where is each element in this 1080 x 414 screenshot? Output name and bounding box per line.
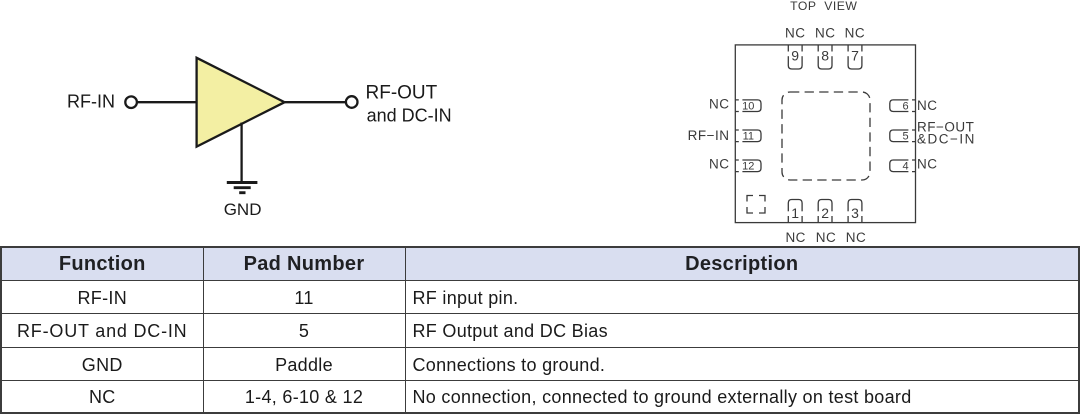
svg-text:3: 3 xyxy=(851,205,859,221)
svg-text:and DC-IN: and DC-IN xyxy=(367,105,452,125)
svg-text:TOP VIEW: TOP VIEW xyxy=(790,0,857,13)
svg-text:NC: NC xyxy=(917,157,938,172)
svg-text:RF−IN: RF−IN xyxy=(688,128,730,143)
svg-text:NC: NC xyxy=(816,230,837,245)
svg-text:12: 12 xyxy=(742,161,754,173)
svg-text:6: 6 xyxy=(902,101,908,113)
svg-text:8: 8 xyxy=(821,48,829,64)
svg-text:4: 4 xyxy=(902,161,908,173)
svg-text:RF−OUT: RF−OUT xyxy=(917,120,974,135)
svg-text:RF-OUT: RF-OUT xyxy=(366,83,438,104)
svg-text:9: 9 xyxy=(791,48,799,64)
svg-text:NC: NC xyxy=(846,230,867,245)
svg-text:GND: GND xyxy=(224,200,262,219)
svg-text:NC: NC xyxy=(917,98,938,113)
svg-text:&DC−IN: &DC−IN xyxy=(917,132,976,147)
svg-text:NC: NC xyxy=(785,230,806,245)
svg-text:5: 5 xyxy=(902,131,908,143)
svg-text:RF-IN: RF-IN xyxy=(67,92,115,112)
svg-text:7: 7 xyxy=(851,48,859,64)
svg-text:2: 2 xyxy=(821,205,829,221)
svg-text:11: 11 xyxy=(743,131,754,143)
svg-text:NC: NC xyxy=(709,97,730,112)
svg-text:NC: NC xyxy=(815,26,836,41)
svg-text:1: 1 xyxy=(791,205,799,221)
svg-text:NC: NC xyxy=(785,26,806,41)
svg-text:10: 10 xyxy=(742,101,754,113)
svg-text:NC: NC xyxy=(709,157,730,172)
svg-text:NC: NC xyxy=(845,26,866,41)
